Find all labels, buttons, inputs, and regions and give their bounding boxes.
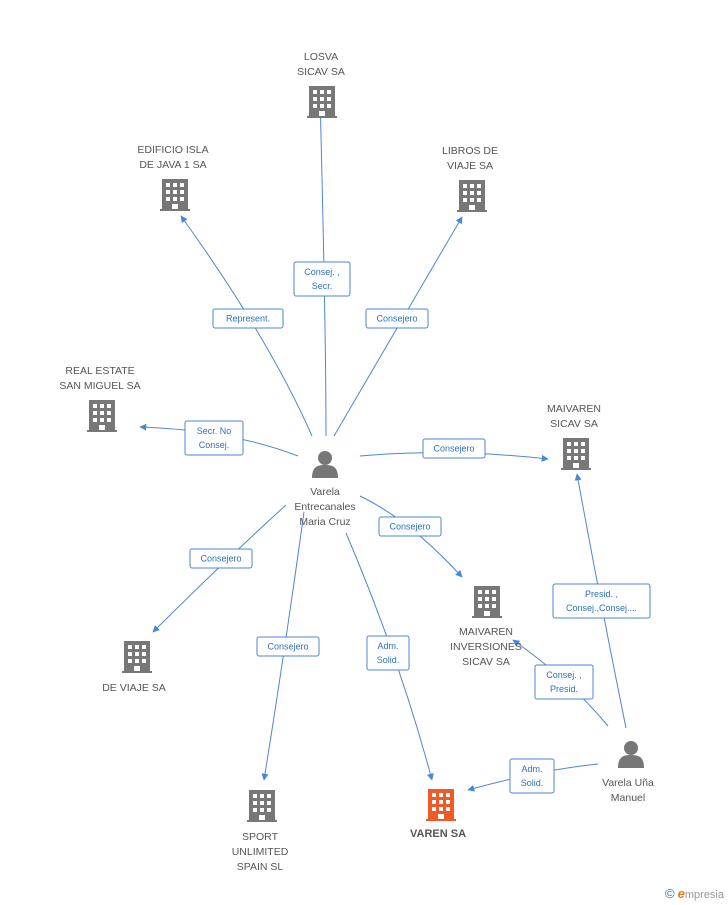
node-label: SAN MIGUEL SA — [59, 380, 140, 392]
node-label: Entrecanales — [294, 501, 355, 513]
edge-label-box[interactable] — [534, 664, 594, 700]
building-icon[interactable] — [426, 789, 456, 821]
edge-label-text: Solid. — [377, 655, 400, 665]
node-label: SICAV SA — [462, 656, 510, 668]
node-label: MAIVAREN — [459, 626, 513, 638]
edge-label-text: Presid. — [550, 684, 578, 694]
edge-label-box[interactable] — [422, 438, 486, 459]
nodes-layer: LOSVA SICAV SA EDIFICIO ISLA DE JAVA 1 SA LI… — [59, 51, 654, 873]
node-edificio[interactable]: EDIFICIO ISLA DE JAVA 1 SA — [137, 144, 209, 211]
edge-label-text: Secr. No — [197, 426, 232, 436]
node-libros[interactable]: LIBROS DE VIAJE SA — [442, 145, 498, 212]
edge-e1: Consej. , Secr. — [293, 95, 351, 437]
edge-label-text: Consejero — [433, 444, 474, 454]
empresia-brand: © empresia — [665, 886, 724, 901]
node-label: VAREN SA — [410, 828, 466, 840]
node-label: Varela Uña — [602, 777, 654, 789]
edge-line — [316, 95, 327, 437]
building-icon[interactable] — [561, 438, 591, 470]
edge-label-text: Represent. — [226, 314, 270, 324]
building-icon[interactable] — [122, 641, 152, 673]
building-icon[interactable] — [457, 180, 487, 212]
edge-label-text: Consej. , — [546, 670, 582, 680]
node-label: REAL ESTATE — [65, 365, 134, 377]
edge-e8: Consejero — [256, 511, 320, 781]
edge-label-text: Consejero — [200, 554, 241, 564]
edge-e4: Secr. No Consej. — [139, 420, 299, 457]
edge-label-text: Consej.,Consej.... — [566, 603, 637, 613]
edge-label-box[interactable] — [184, 420, 244, 456]
edge-label-text: Consejero — [267, 642, 308, 652]
edge-e6: Consejero — [359, 495, 463, 578]
node-deviaje[interactable]: DE VIAJE SA — [102, 641, 166, 694]
node-maivareninv[interactable]: MAIVAREN INVERSIONES SICAV SA — [450, 586, 522, 668]
edge-e11: Consej. , Presid. — [512, 639, 609, 727]
edge-label-box[interactable] — [365, 308, 429, 329]
brand-name: mpresia — [684, 889, 724, 901]
node-label: Varela — [310, 486, 340, 498]
building-icon[interactable] — [87, 400, 117, 432]
node-label: LOSVA — [304, 51, 338, 63]
edge-label-text: Consej. , — [304, 267, 340, 277]
edge-label-text: Solid. — [521, 778, 544, 788]
node-varen[interactable]: VAREN SA — [410, 789, 466, 840]
person-icon[interactable] — [618, 741, 644, 768]
node-label: INVERSIONES — [450, 641, 522, 653]
node-label: VIAJE SA — [447, 160, 493, 172]
edge-line — [333, 216, 463, 437]
node-label: SPAIN SL — [237, 861, 284, 873]
node-label: Manuel — [611, 792, 645, 804]
building-icon[interactable] — [247, 790, 277, 822]
edge-label-box[interactable] — [366, 635, 410, 671]
edge-label-box[interactable] — [293, 261, 351, 297]
node-label: DE JAVA 1 SA — [139, 159, 206, 171]
edge-label-box[interactable] — [552, 583, 651, 619]
node-label: LIBROS DE — [442, 145, 498, 157]
node-label: EDIFICIO ISLA — [137, 144, 208, 156]
edge-label-text: Consej. — [199, 440, 230, 450]
edge-line — [180, 215, 313, 437]
edge-e12: Adm. Solid. — [467, 758, 599, 794]
node-label: SICAV SA — [297, 66, 345, 78]
node-maivarensicav[interactable]: MAIVAREN SICAV SA — [547, 403, 601, 470]
building-icon[interactable] — [472, 586, 502, 618]
edge-e7: Consejero — [152, 504, 287, 633]
edge-label-text: Consejero — [389, 522, 430, 532]
edge-label-box[interactable] — [509, 758, 555, 794]
node-label: SPORT — [242, 831, 279, 843]
edge-label-text: Secr. — [312, 281, 333, 291]
edge-label-box[interactable] — [189, 548, 253, 569]
edge-label-box[interactable] — [378, 516, 442, 537]
copyright-icon: © — [664, 886, 675, 901]
edge-label-text: Adm. — [377, 641, 398, 651]
person-icon[interactable] — [312, 451, 338, 478]
node-label: UNLIMITED — [232, 846, 289, 858]
edge-e2: Represent. — [180, 215, 313, 437]
edge-e5: Consejero — [359, 438, 549, 462]
node-sport[interactable]: SPORT UNLIMITED SPAIN SL — [232, 790, 289, 873]
node-losva[interactable]: LOSVA SICAV SA — [297, 51, 345, 118]
edge-e9: Adm. Solid. — [345, 532, 434, 781]
edge-e10: Presid. , Consej.,Consej.... — [552, 473, 651, 729]
building-icon[interactable] — [160, 179, 190, 211]
node-label: MAIVAREN — [547, 403, 601, 415]
node-label: Maria Cruz — [299, 516, 350, 528]
node-label: DE VIAJE SA — [102, 682, 166, 694]
building-icon[interactable] — [307, 86, 337, 118]
edge-label-text: Consejero — [376, 314, 417, 324]
node-label: SICAV SA — [550, 418, 598, 430]
edge-label-box[interactable] — [212, 308, 284, 329]
brand-initial: e — [677, 886, 685, 901]
edge-label-box[interactable] — [256, 636, 320, 657]
node-realestate[interactable]: REAL ESTATE SAN MIGUEL SA — [59, 365, 141, 432]
edge-label-text: Adm. — [521, 764, 542, 774]
edge-e3: Consejero — [333, 216, 463, 437]
edge-label-text: Presid. , — [585, 589, 618, 599]
